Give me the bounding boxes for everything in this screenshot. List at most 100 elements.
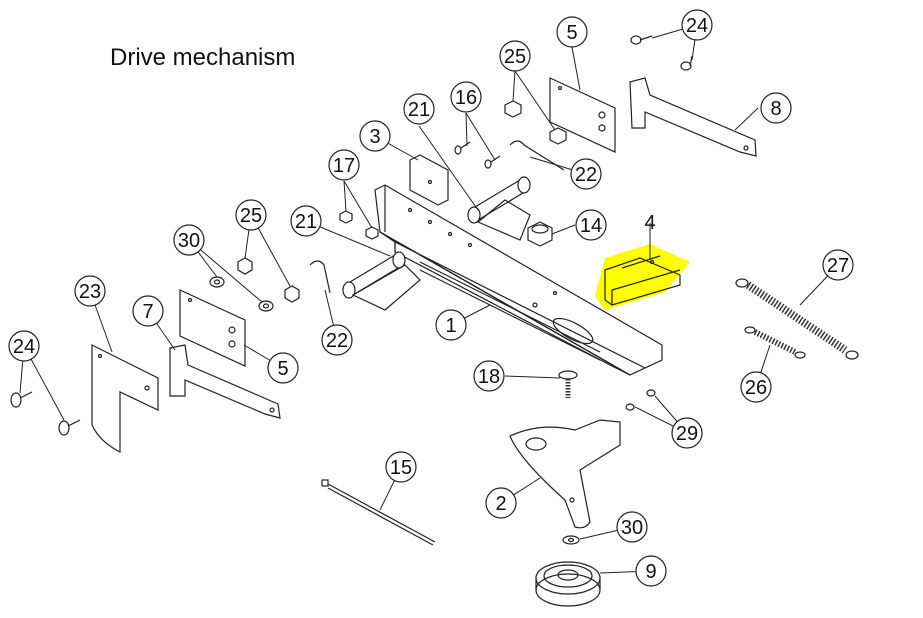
callout-label: 30 [621, 517, 643, 539]
callout-8: 8 [760, 92, 792, 124]
part-16-bolts [454, 141, 501, 169]
callout-circle [616, 511, 648, 543]
callout-label: 23 [79, 281, 101, 303]
callout-label: 17 [333, 155, 355, 177]
callout-29: 29 [671, 417, 703, 449]
callout-circle [321, 324, 353, 356]
callout-circle [132, 295, 164, 327]
callout-3: 3 [359, 120, 391, 152]
callout-26: 26 [740, 371, 772, 403]
callout-circle [635, 555, 667, 587]
callout-circle [328, 149, 360, 181]
callout-circle [403, 93, 435, 125]
callout-label: 1 [445, 315, 456, 337]
callout-label: 18 [478, 366, 500, 388]
callout-circle [173, 224, 205, 256]
callout-label: 15 [390, 457, 412, 479]
part-7-bracket [169, 344, 281, 419]
part-15-cable-tie [321, 479, 436, 546]
part-14-nut [527, 221, 553, 247]
callout-circle [435, 309, 467, 341]
part-9-pulley [535, 561, 601, 607]
callout-circle [74, 275, 106, 307]
part-1-frame-rail [374, 184, 663, 376]
part-5-plate-upper [549, 77, 616, 153]
part-24-bolts-lower [10, 391, 81, 436]
part-26-spring-short [744, 326, 806, 359]
callout-25: 25 [499, 40, 531, 72]
callout-circle [671, 417, 703, 449]
callout-25: 25 [235, 199, 267, 231]
callout-label: 16 [455, 87, 477, 109]
callout-17: 17 [328, 149, 360, 181]
part-18-bolt [558, 370, 578, 398]
callout-18: 18 [473, 360, 505, 392]
callout-24: 24 [8, 330, 40, 362]
callout-label: 22 [575, 164, 597, 186]
callout-16: 16 [450, 81, 482, 113]
part-3-plate [409, 154, 449, 206]
callout-circle [485, 487, 517, 519]
callout-label: 26 [745, 377, 767, 399]
callout-circle [385, 451, 417, 483]
callout-21: 21 [403, 93, 435, 125]
callout-14: 14 [575, 209, 607, 241]
callout-22: 22 [570, 158, 602, 190]
callout-label: 21 [408, 99, 430, 121]
callout-27: 27 [822, 249, 854, 281]
callout-30: 30 [173, 224, 205, 256]
part-4-highlight [595, 244, 690, 310]
callout-label: 25 [504, 46, 526, 68]
callout-label: 22 [326, 330, 348, 352]
callout-label: 24 [686, 15, 708, 37]
callout-label: 9 [645, 561, 656, 583]
callout-2: 2 [485, 487, 517, 519]
callout-5: 5 [267, 352, 299, 384]
callout-label: 7 [142, 301, 153, 323]
callout-label: 14 [580, 215, 602, 237]
callout-label: 27 [827, 255, 849, 277]
part-23-plate [91, 344, 159, 453]
callout-23: 23 [74, 275, 106, 307]
part-27-spring-long [735, 278, 859, 360]
callout-label: 29 [676, 423, 698, 445]
callout-1: 1 [435, 309, 467, 341]
diagram-title: Drive mechanism [110, 44, 296, 71]
part-4-bracket [604, 255, 681, 306]
callout-5: 5 [556, 16, 588, 48]
callout-circle [473, 360, 505, 392]
callout-circle [556, 16, 588, 48]
part-2-idler-arm [509, 419, 621, 529]
callout-label: 5 [277, 358, 288, 380]
callout-label: 21 [295, 211, 317, 233]
callout-circle [760, 92, 792, 124]
part-21-shaft-upper [467, 176, 531, 241]
callout-label: 24 [13, 336, 35, 358]
part-24-bolts-upper [630, 35, 693, 71]
callout-label: 2 [495, 493, 506, 515]
part-5-plate-lower [179, 289, 246, 367]
callout-circle [740, 371, 772, 403]
callout-label: 8 [770, 98, 781, 120]
callout-label: 5 [566, 22, 577, 44]
callout-label: 30 [178, 230, 200, 252]
part-17-nuts [339, 210, 379, 240]
part-30-washers-left [209, 276, 274, 312]
part-25-nuts-lower [237, 257, 300, 303]
callout-label: 25 [240, 205, 262, 227]
callout-22: 22 [321, 324, 353, 356]
part-8-bracket-arm [629, 77, 757, 157]
part-29-bolts [625, 389, 656, 411]
callout-4: 4 [644, 212, 655, 234]
callout-24: 24 [681, 9, 713, 41]
part-25-nuts-upper [504, 100, 567, 145]
callout-circle [681, 9, 713, 41]
callout-bubbles: 24 5 25 8 21 16 3 22 17 14 4 27 25 30 21 23 7 1 22 24 5 18 26 2… [8, 9, 854, 587]
callout-circle [450, 81, 482, 113]
callout-21: 21 [290, 205, 322, 237]
callout-circle [822, 249, 854, 281]
part-21-shaft-lower [342, 251, 421, 311]
callout-label: 3 [369, 126, 380, 148]
